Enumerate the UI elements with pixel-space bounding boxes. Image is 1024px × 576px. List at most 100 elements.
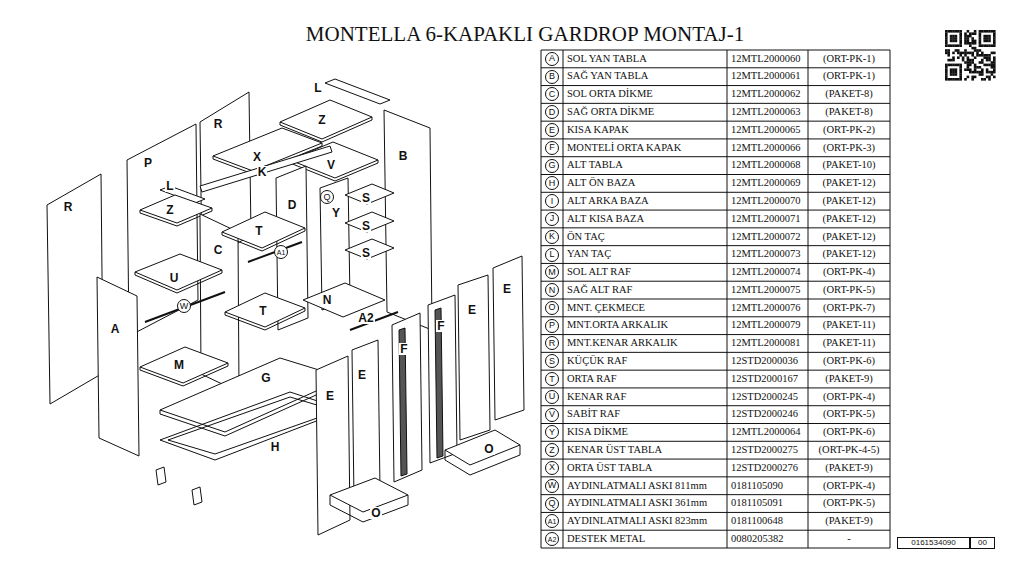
node-text: Z <box>549 446 555 455</box>
table-rule <box>563 50 564 548</box>
part-circle: N <box>545 283 559 297</box>
qr-module <box>993 40 996 43</box>
qr-module <box>967 56 970 59</box>
qr-module <box>952 56 955 59</box>
drawing-part <box>316 356 350 535</box>
table-rule <box>541 316 890 317</box>
part-circle: Q <box>545 497 559 511</box>
part-letter: S <box>361 192 371 204</box>
qr-module <box>952 59 955 62</box>
node-text: S <box>549 357 555 366</box>
qr-module <box>950 30 953 33</box>
drawing-part <box>200 146 332 192</box>
qr-module <box>967 35 970 38</box>
qr-module <box>988 59 991 62</box>
table-rule <box>541 138 890 139</box>
part-letter: E <box>467 304 477 316</box>
qr-module <box>983 40 986 43</box>
qr-module <box>974 32 977 35</box>
qr-module <box>957 52 960 55</box>
qr-module <box>974 71 977 74</box>
qr-module <box>950 68 953 71</box>
table-cell: (PAKET-11) <box>823 338 876 349</box>
code-box: 0161534090 <box>897 537 970 549</box>
part-letter: Z <box>165 204 174 216</box>
qr-module <box>993 52 996 55</box>
table-cell: (ORT-PK-6) <box>823 427 875 438</box>
node-text: B <box>549 72 555 81</box>
part-letter: T <box>254 225 263 237</box>
node-text: 00 <box>978 539 987 547</box>
qr-module <box>971 59 974 62</box>
qr-module <box>945 42 948 45</box>
part-circle: X <box>545 461 559 475</box>
qr-module <box>976 54 979 57</box>
qr-module <box>947 30 950 33</box>
qr-module <box>952 37 955 40</box>
qr-module <box>969 64 972 67</box>
qr-module <box>959 64 962 67</box>
part-letter: A <box>110 323 121 335</box>
table-cell: 12MTL2000072 <box>731 232 800 243</box>
node-text: C <box>549 90 556 99</box>
qr-module <box>993 56 996 59</box>
qr-module <box>967 68 970 71</box>
part-circle: A2 <box>545 532 559 546</box>
part-circle: B <box>545 70 559 84</box>
part-letter: S <box>361 247 371 259</box>
qr-module <box>964 78 967 81</box>
qr-module <box>952 68 955 71</box>
part-circle: I <box>545 194 559 208</box>
part-circle: O <box>545 301 559 315</box>
table-cell: (PAKET-9) <box>825 374 873 385</box>
table-cell: SAĞ YAN TABLA <box>567 71 648 82</box>
part-circle: W <box>545 479 559 493</box>
qr-module <box>959 40 962 43</box>
qr-module <box>957 56 960 59</box>
drawing-part <box>47 79 524 535</box>
qr-module <box>945 32 948 35</box>
node-text: A1 <box>277 249 286 256</box>
table-cell: (ORT-PK-4-5) <box>819 445 880 456</box>
qr-module <box>993 76 996 79</box>
qr-module <box>993 61 996 64</box>
part-letter: E <box>502 283 512 295</box>
qr-module <box>945 49 948 52</box>
part-circle: H <box>545 176 559 190</box>
table-cell: 0080205382 <box>731 534 784 545</box>
part-letter: Y <box>331 207 341 219</box>
table-cell: 12MTL2000081 <box>731 338 800 349</box>
qr-module <box>986 37 989 40</box>
table-cell: ALT ÖN BAZA <box>567 178 635 189</box>
table-cell: MNT.KENAR ARKALIK <box>567 338 678 349</box>
table-cell: AYDINLATMALI ASKI 811mm <box>567 481 707 492</box>
qr-module <box>952 64 955 67</box>
qr-module <box>957 78 960 81</box>
drawing-part <box>493 256 524 420</box>
qr-module <box>945 78 948 81</box>
qr-module <box>962 52 965 55</box>
node-text: A1 <box>548 518 557 525</box>
part-letter: R <box>63 201 74 213</box>
table-cell: KISA DİKME <box>567 427 628 438</box>
qr-module <box>959 66 962 69</box>
table-cell: SOL YAN TABLA <box>567 54 647 65</box>
drawing-part <box>945 30 996 81</box>
node-text: K <box>549 232 555 241</box>
part-letter: S <box>361 220 371 232</box>
qr-module <box>988 56 991 59</box>
part-circle: D <box>545 105 559 119</box>
part-letter: K <box>257 166 268 178</box>
drawing-part <box>156 467 166 485</box>
drawing-part <box>392 313 422 482</box>
part-letter: D <box>287 199 298 211</box>
qr-module <box>955 64 958 67</box>
part-letter: R <box>213 118 224 130</box>
table-cell: 12MTL2000076 <box>731 303 800 314</box>
table-cell: (ORT-PK-4) <box>823 481 875 492</box>
drawing-part <box>350 312 398 330</box>
table-cell: ALT ARKA BAZA <box>567 196 649 207</box>
qr-module <box>952 35 955 38</box>
node-text: E <box>549 126 555 135</box>
node-text: N <box>549 286 556 295</box>
